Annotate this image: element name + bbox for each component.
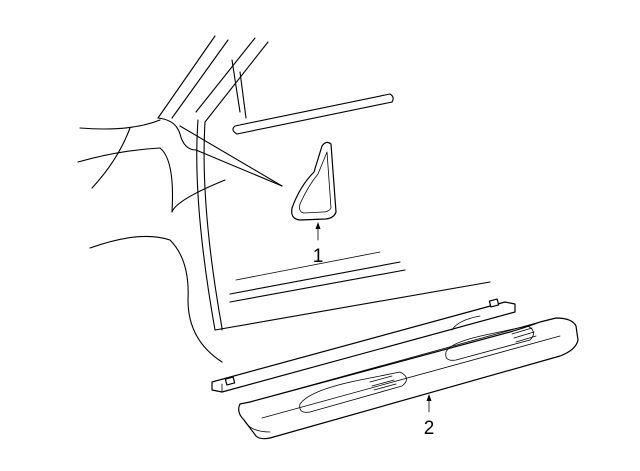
running-board-part (211, 298, 579, 440)
callout-1: 1 (313, 222, 324, 267)
mud-flap-part (291, 141, 337, 221)
vehicle-body-outline (77, 35, 491, 363)
callout-label-1: 1 (313, 246, 324, 267)
callout-label-2: 2 (424, 418, 435, 439)
callout-2: 2 (424, 394, 435, 439)
